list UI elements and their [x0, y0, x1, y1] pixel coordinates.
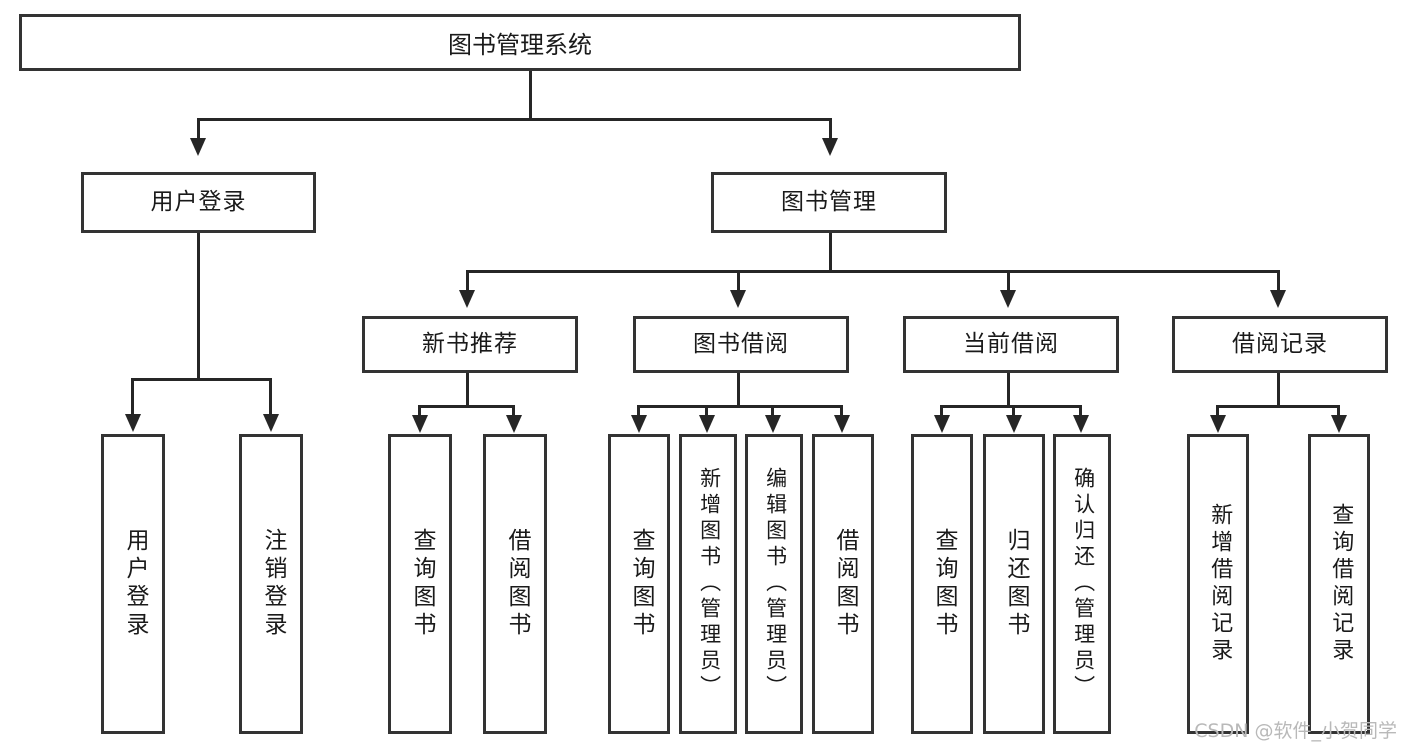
- connector-cb-drop-3: [1079, 405, 1082, 417]
- arrow-to-leaf-add-book-admin: [699, 415, 715, 433]
- leaf-query-book-recommend[interactable]: 查询图书: [388, 434, 452, 734]
- connector-cb-bus: [940, 405, 1082, 408]
- node-new-book-recommend[interactable]: 新书推荐: [362, 316, 578, 373]
- connector-bb-stem: [737, 373, 740, 405]
- node-label: 归还图书: [1002, 528, 1029, 640]
- node-book-borrow[interactable]: 图书借阅: [633, 316, 849, 373]
- node-label: 注销登录: [259, 528, 286, 640]
- connector-nbr-bus: [418, 405, 515, 408]
- node-label: 用户登录: [121, 528, 148, 640]
- node-label: 借阅图书: [831, 528, 858, 640]
- node-label: 新增借阅记录: [1207, 503, 1233, 665]
- node-label: 编辑图书（管理员）: [763, 467, 788, 701]
- arrow-to-book-management: [822, 138, 838, 156]
- arrow-to-leaf-add-borrow-record: [1210, 415, 1226, 433]
- connector-br-drop-2: [1337, 405, 1340, 417]
- connector-nbr-drop-2: [512, 405, 515, 417]
- leaf-add-borrow-record[interactable]: 新增借阅记录: [1187, 434, 1249, 734]
- node-label: 查询图书: [408, 528, 435, 640]
- arrow-to-leaf-borrow-book-1: [506, 415, 522, 433]
- leaf-edit-book-admin[interactable]: 编辑图书（管理员）: [745, 434, 803, 734]
- connector-nbr-drop-1: [418, 405, 421, 417]
- connector-cb-drop-1: [940, 405, 943, 417]
- node-label: 新书推荐: [422, 330, 518, 357]
- arrow-to-borrow-record: [1270, 290, 1286, 308]
- node-label: 查询借阅记录: [1328, 503, 1354, 665]
- arrow-to-leaf-user-login: [125, 414, 141, 432]
- node-label: 借阅图书: [503, 528, 530, 640]
- connector-bb-bus: [637, 405, 843, 408]
- arrow-to-user-login: [190, 138, 206, 156]
- node-current-borrow[interactable]: 当前借阅: [903, 316, 1119, 373]
- leaf-query-book-borrow[interactable]: 查询图书: [608, 434, 670, 734]
- arrow-to-leaf-query-book-3: [934, 415, 950, 433]
- leaf-add-book-admin[interactable]: 新增图书（管理员）: [679, 434, 737, 734]
- connector-root-stem: [529, 71, 532, 118]
- arrow-to-new-book-recommend: [459, 290, 475, 308]
- node-label: 查询图书: [930, 528, 957, 640]
- arrow-to-leaf-edit-book-admin: [765, 415, 781, 433]
- leaf-borrow-book-borrow[interactable]: 借阅图书: [812, 434, 874, 734]
- leaf-query-borrow-record[interactable]: 查询借阅记录: [1308, 434, 1370, 734]
- arrow-to-leaf-query-borrow-record: [1331, 415, 1347, 433]
- connector-cb-drop-2: [1012, 405, 1015, 417]
- connector-bb-drop-2: [705, 405, 708, 417]
- connector-user-login-drop-2: [269, 378, 272, 416]
- node-label: 确认归还（管理员）: [1071, 467, 1096, 701]
- arrow-to-leaf-logout: [263, 414, 279, 432]
- node-label: 图书管理系统: [448, 31, 592, 59]
- node-book-management[interactable]: 图书管理: [711, 172, 947, 233]
- connector-bb-drop-3: [771, 405, 774, 417]
- connector-user-login-bus: [131, 378, 272, 381]
- leaf-return-book[interactable]: 归还图书: [983, 434, 1045, 734]
- node-label: 图书借阅: [693, 330, 789, 357]
- watermark: CSDN @软件_小贺同学: [1194, 720, 1397, 742]
- connector-br-bus: [1216, 405, 1340, 408]
- node-label: 借阅记录: [1232, 330, 1328, 357]
- node-user-login[interactable]: 用户登录: [81, 172, 316, 233]
- connector-bb-drop-1: [637, 405, 640, 417]
- connector-bm-drop-2: [737, 270, 740, 292]
- leaf-borrow-book-recommend[interactable]: 借阅图书: [483, 434, 547, 734]
- connector-bm-drop-4: [1277, 270, 1280, 292]
- node-label: 用户登录: [150, 188, 247, 215]
- connector-user-login-drop-1: [131, 378, 134, 416]
- arrow-to-leaf-query-book-1: [412, 415, 428, 433]
- connector-book-management-stem: [829, 233, 832, 270]
- node-label: 查询图书: [627, 528, 654, 640]
- node-root-book-management-system[interactable]: 图书管理系统: [19, 14, 1021, 71]
- connector-br-stem: [1277, 373, 1280, 405]
- arrow-to-leaf-query-book-2: [631, 415, 647, 433]
- connector-nbr-stem: [466, 373, 469, 405]
- connector-br-drop-1: [1216, 405, 1219, 417]
- arrow-to-leaf-confirm-return-admin: [1073, 415, 1089, 433]
- arrow-to-book-borrow: [730, 290, 746, 308]
- connector-root-bus: [197, 118, 832, 121]
- connector-bb-drop-4: [840, 405, 843, 417]
- connector-cb-stem: [1007, 373, 1010, 405]
- connector-bm-drop-3: [1007, 270, 1010, 292]
- leaf-user-login[interactable]: 用户登录: [101, 434, 165, 734]
- node-label: 新增图书（管理员）: [697, 467, 722, 701]
- leaf-confirm-return-admin[interactable]: 确认归还（管理员）: [1053, 434, 1111, 734]
- node-label: 当前借阅: [963, 330, 1059, 357]
- connector-book-management-bus: [466, 270, 1280, 273]
- arrow-to-leaf-return-book: [1006, 415, 1022, 433]
- node-label: 图书管理: [781, 188, 877, 215]
- arrow-to-current-borrow: [1000, 290, 1016, 308]
- node-borrow-record[interactable]: 借阅记录: [1172, 316, 1388, 373]
- connector-bm-drop-1: [466, 270, 469, 292]
- connector-root-drop-right: [829, 118, 832, 140]
- leaf-query-book-current[interactable]: 查询图书: [911, 434, 973, 734]
- connector-root-drop-left: [197, 118, 200, 140]
- arrow-to-leaf-borrow-book-2: [834, 415, 850, 433]
- connector-user-login-stem: [197, 233, 200, 378]
- leaf-logout[interactable]: 注销登录: [239, 434, 303, 734]
